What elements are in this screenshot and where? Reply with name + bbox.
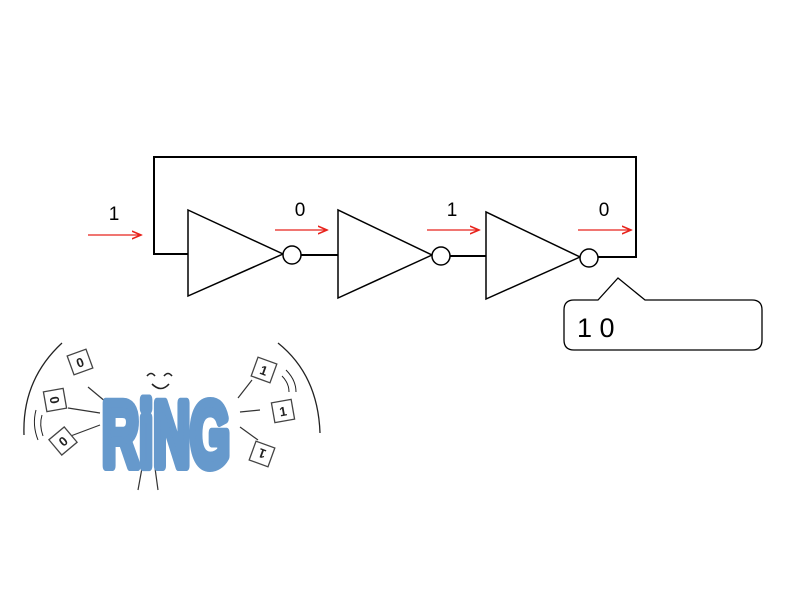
ring-logo-text: RiNG (102, 384, 230, 486)
signal-arrows (88, 230, 631, 235)
callout: 1 0 (563, 277, 763, 351)
inverter-2 (337, 208, 451, 300)
ring-mascot: 0 0 0 1 1 1 RiNG (23, 342, 321, 491)
inverter-3 (485, 210, 599, 301)
left-flag-label: 0 (74, 354, 86, 371)
feedback-wire (153, 156, 637, 258)
right-flag-label: 1 (256, 445, 268, 462)
signal-3-label: 0 (599, 200, 610, 221)
signal-1-label: 0 (295, 200, 306, 221)
inverter-1 (187, 208, 302, 298)
left-flag-label: 0 (46, 395, 62, 405)
signal-input-label: 1 (109, 204, 120, 225)
signal-2-label: 1 (447, 200, 458, 221)
right-flag-label: 1 (258, 362, 270, 379)
right-flag-label: 1 (278, 403, 288, 419)
wires (153, 156, 637, 258)
callout-text: 1 0 (577, 313, 615, 343)
